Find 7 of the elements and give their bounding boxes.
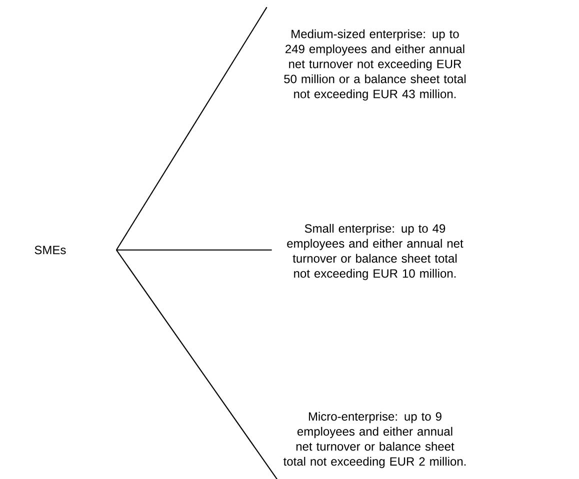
branch-line [116, 6, 268, 250]
branch-line [116, 250, 278, 479]
definition-text: Micro-enterprise: up to 9 employees and either annual net turnover or balance sheet total not exceeding EUR 2 million. [283, 412, 466, 468]
definition-text: Small enterprise: up to 49 employees and either annual net turnover or balance sheet total not exceeding EUR 10 million. [287, 224, 464, 280]
category-label: SMEs [34, 246, 66, 254]
definition-text: Medium-sized enterprise: up to 249 employees and either annual net turnover not exceeding EUR 50 million or a balance sheet total not exceeding EUR 43 million. [284, 29, 466, 101]
branch-line [116, 249, 272, 251]
